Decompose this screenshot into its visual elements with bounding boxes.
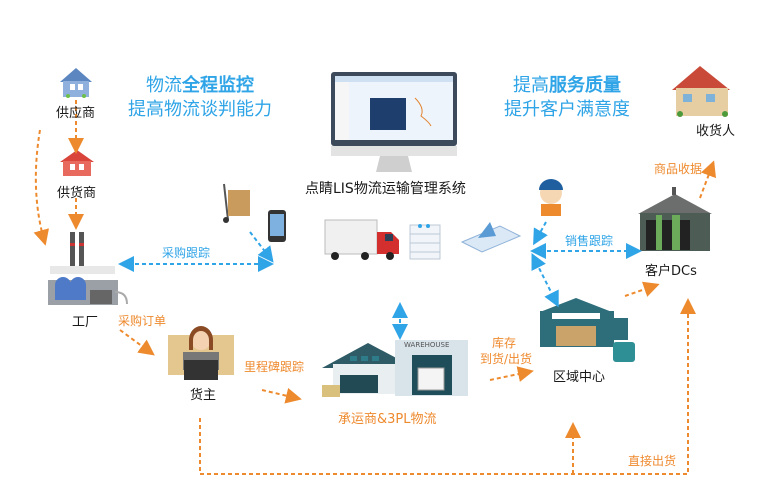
truck-icon — [324, 219, 399, 260]
slogan-right-bold: 服务质量 — [549, 75, 621, 96]
arrow-direct-shipping — [199, 298, 696, 475]
arrow-purchase-order — [119, 329, 155, 356]
tablet-chart-icon — [460, 222, 522, 253]
carrier-label: 承运商&3PL物流 — [338, 412, 437, 427]
supplier-label: 供应商 — [56, 106, 96, 121]
arrow-agent-down — [533, 221, 548, 246]
receipt-label: 商品收据 — [654, 162, 703, 176]
shipper-label: 货主 — [190, 388, 217, 403]
supplier-house-icon — [60, 68, 92, 98]
vendor-house-icon — [60, 150, 94, 176]
carrier-warehouse-icon — [322, 340, 468, 397]
slogan-left-line2: 提高物流谈判能力 — [128, 99, 272, 120]
slogan-left-bold: 全程监控 — [182, 75, 254, 96]
arrow-regional-to-dc — [624, 281, 660, 297]
consignee-label: 收货人 — [696, 124, 736, 139]
factory-icon — [48, 232, 128, 305]
inventory-label-2: 到货/出货 — [480, 352, 533, 366]
milestone-tracking-label: 里程碑跟踪 — [244, 360, 305, 374]
system-title: 点睛LIS物流运输管理系统 — [305, 181, 466, 197]
purchase-tracking-label: 采购跟踪 — [162, 246, 211, 260]
regional-center-icon — [540, 298, 635, 362]
mobile-device-icon — [268, 210, 286, 242]
slogan-right-normal: 提高 — [513, 75, 549, 96]
arrow-supplier-to-factory — [33, 129, 50, 246]
slogan-left-normal: 物流 — [146, 75, 182, 96]
factory-label: 工厂 — [72, 315, 99, 330]
warehouse-sign: WAREHOUSE — [404, 341, 450, 349]
regional-center-label: 区域中心 — [553, 370, 606, 385]
consignee-house-icon — [672, 66, 730, 117]
arrow-milestone — [261, 387, 302, 404]
inventory-label-1: 库存 — [492, 336, 517, 350]
slogan-left: 物流全程监控 提高物流谈判能力 — [128, 74, 272, 122]
slogan-right: 提高服务质量 提升客户满意度 — [504, 74, 630, 122]
customer-dcs-label: 客户DCs — [645, 264, 697, 279]
support-agent-icon — [539, 179, 563, 216]
lis-monitor-icon — [331, 72, 457, 172]
sales-tracking-label: 销售跟踪 — [565, 234, 614, 248]
customer-dc-warehouse-icon — [638, 187, 712, 251]
arrow-to-regional — [489, 366, 534, 382]
data-building-icon — [409, 224, 441, 260]
slogan-right-line2: 提升客户满意度 — [504, 99, 630, 120]
arrow-system-regional — [531, 253, 559, 308]
vendor-label: 供货商 — [57, 186, 97, 201]
arrow-dc-to-consignee — [699, 160, 716, 199]
hand-truck-icon — [223, 183, 250, 223]
arrow-devices-down — [249, 231, 274, 263]
direct-shipping-label: 直接出货 — [628, 454, 677, 468]
purchase-order-label: 采购订单 — [118, 314, 167, 328]
shipper-person-icon — [168, 326, 234, 380]
